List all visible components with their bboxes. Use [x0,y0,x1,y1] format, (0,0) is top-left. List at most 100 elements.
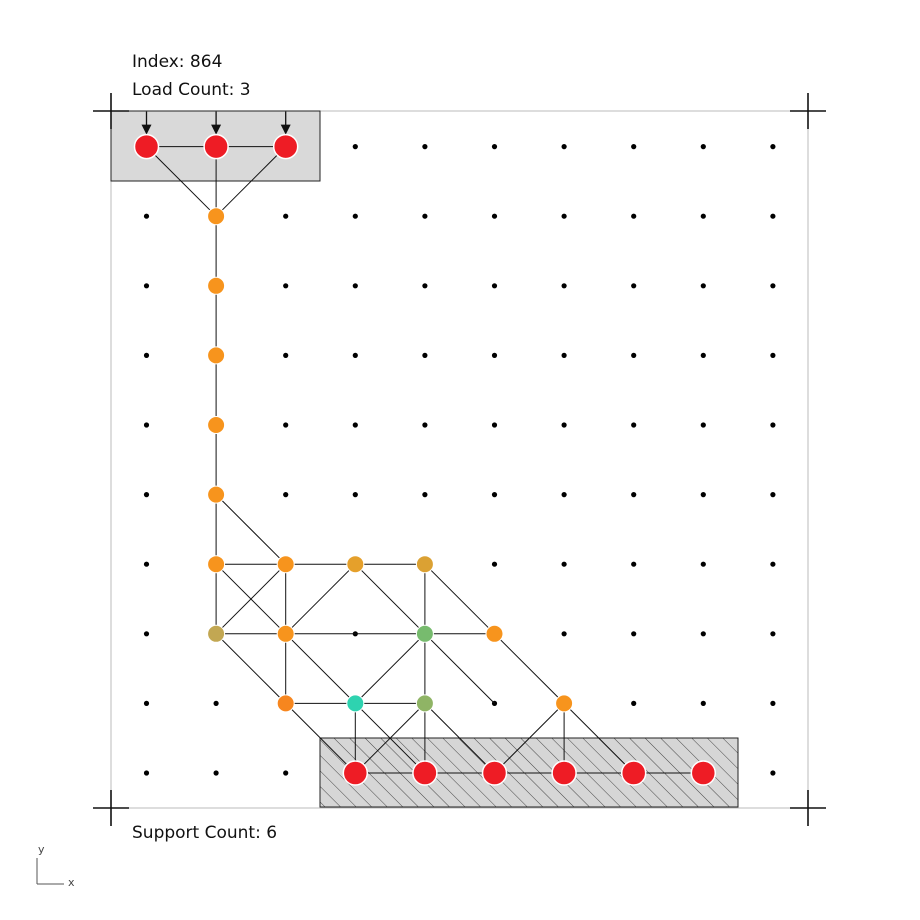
member-node [276,555,295,574]
truss-member [215,494,287,565]
index-label: Index: 864 [132,52,223,72]
member-node [415,624,434,643]
truss-member [146,146,217,217]
truss-member [215,146,287,217]
support-count-label: Support Count: 6 [132,823,278,843]
load-count-label: Load Count: 3 [132,80,251,100]
grid-point [143,770,150,776]
grid-point [561,422,567,428]
grid-point [631,700,637,707]
grid-point [770,631,776,637]
axis-indicator: y x [36,843,75,889]
grid-point [422,422,428,428]
member-node [415,555,434,574]
truss-member [424,563,495,635]
grid-point [561,492,567,498]
grid-point [283,422,289,428]
truss-member [215,563,287,635]
grid-point [491,144,498,150]
grid-point [491,492,498,498]
grid-point [561,352,567,358]
grid-point [352,352,358,358]
truss-member [494,633,565,704]
axis-x-label: x [68,876,75,889]
grid-point [631,352,637,358]
grid-point [770,700,776,707]
grid-point [561,561,567,567]
grid-point [700,283,706,289]
member-node [207,207,226,226]
member-node [276,624,295,643]
grid-point [283,213,289,219]
grid-point [770,492,776,498]
grid-point [770,770,776,776]
truss-member [424,703,495,774]
grid-point [770,144,776,150]
grid-point [283,352,289,358]
load-arrow [141,111,152,135]
truss-member [354,563,426,635]
member-node [346,694,365,713]
load-arrow [211,111,222,135]
truss-member [563,703,635,774]
grid-point [491,422,498,428]
grid-point [491,352,498,358]
support-node [481,760,508,786]
grid-point [700,213,706,219]
member-node [276,694,295,713]
grid-point [631,492,637,498]
grid-point [700,561,706,567]
grid-point [283,283,289,289]
grid-point [422,352,428,358]
grid-point [700,144,706,150]
grid-point [631,213,637,219]
grid-point [213,770,219,776]
corner-cross [93,93,129,129]
grid-point [283,770,289,776]
corner-cross [790,93,826,129]
support-node [551,760,577,786]
truss-member [285,703,356,774]
grid-point [213,700,219,707]
truss-member [285,563,356,635]
member-node [485,624,504,643]
grid-point [352,144,358,150]
truss-member [494,703,565,774]
grid-point [700,422,706,428]
grid-point [700,492,706,498]
grid-point [770,561,776,567]
grid-point [143,492,150,498]
member-node [555,694,574,713]
grid-point [352,422,358,428]
load-node [133,133,160,160]
grid-point [283,492,289,498]
grid-point [631,422,637,428]
grid-point [631,144,637,150]
grid-point [700,700,706,707]
member-node [207,624,226,643]
grid-point [631,283,637,289]
grid-point [422,144,428,150]
grid-point [143,213,150,219]
grid-point [491,561,498,567]
grid-point [422,213,428,219]
grid-point [143,283,150,289]
corner-cross [93,790,129,826]
truss-member [354,633,426,704]
grid-point [561,144,567,150]
truss-member [215,633,287,704]
grid-point [143,422,150,428]
corner-cross [790,790,826,826]
grid-point [352,283,358,289]
member-node [207,416,226,434]
grid-point [143,561,150,567]
grid-point [770,213,776,219]
grid-point [770,352,776,358]
grid-point [422,283,428,289]
load-node [203,133,229,160]
grid-point [700,631,706,637]
support-node [342,760,369,786]
grid-point [422,492,428,498]
grid-point [770,422,776,428]
